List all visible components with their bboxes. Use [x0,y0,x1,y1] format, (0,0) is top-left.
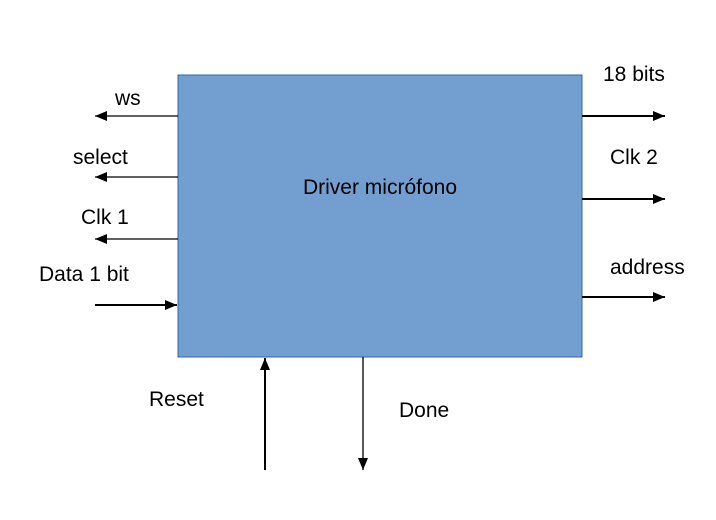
done-label: Done [399,399,449,422]
ws-label: ws [114,87,141,110]
select-label: select [73,146,128,169]
data-in-label: Data 1 bit [39,263,129,286]
bits18-label: 18 bits [603,63,665,86]
address-label: address [610,256,685,279]
driver-block [177,74,583,358]
clk1-label: Clk 1 [81,206,129,229]
reset-label: Reset [149,388,204,411]
driver-block-title: Driver micrófono [303,176,457,199]
clk2-label: Clk 2 [610,146,658,169]
